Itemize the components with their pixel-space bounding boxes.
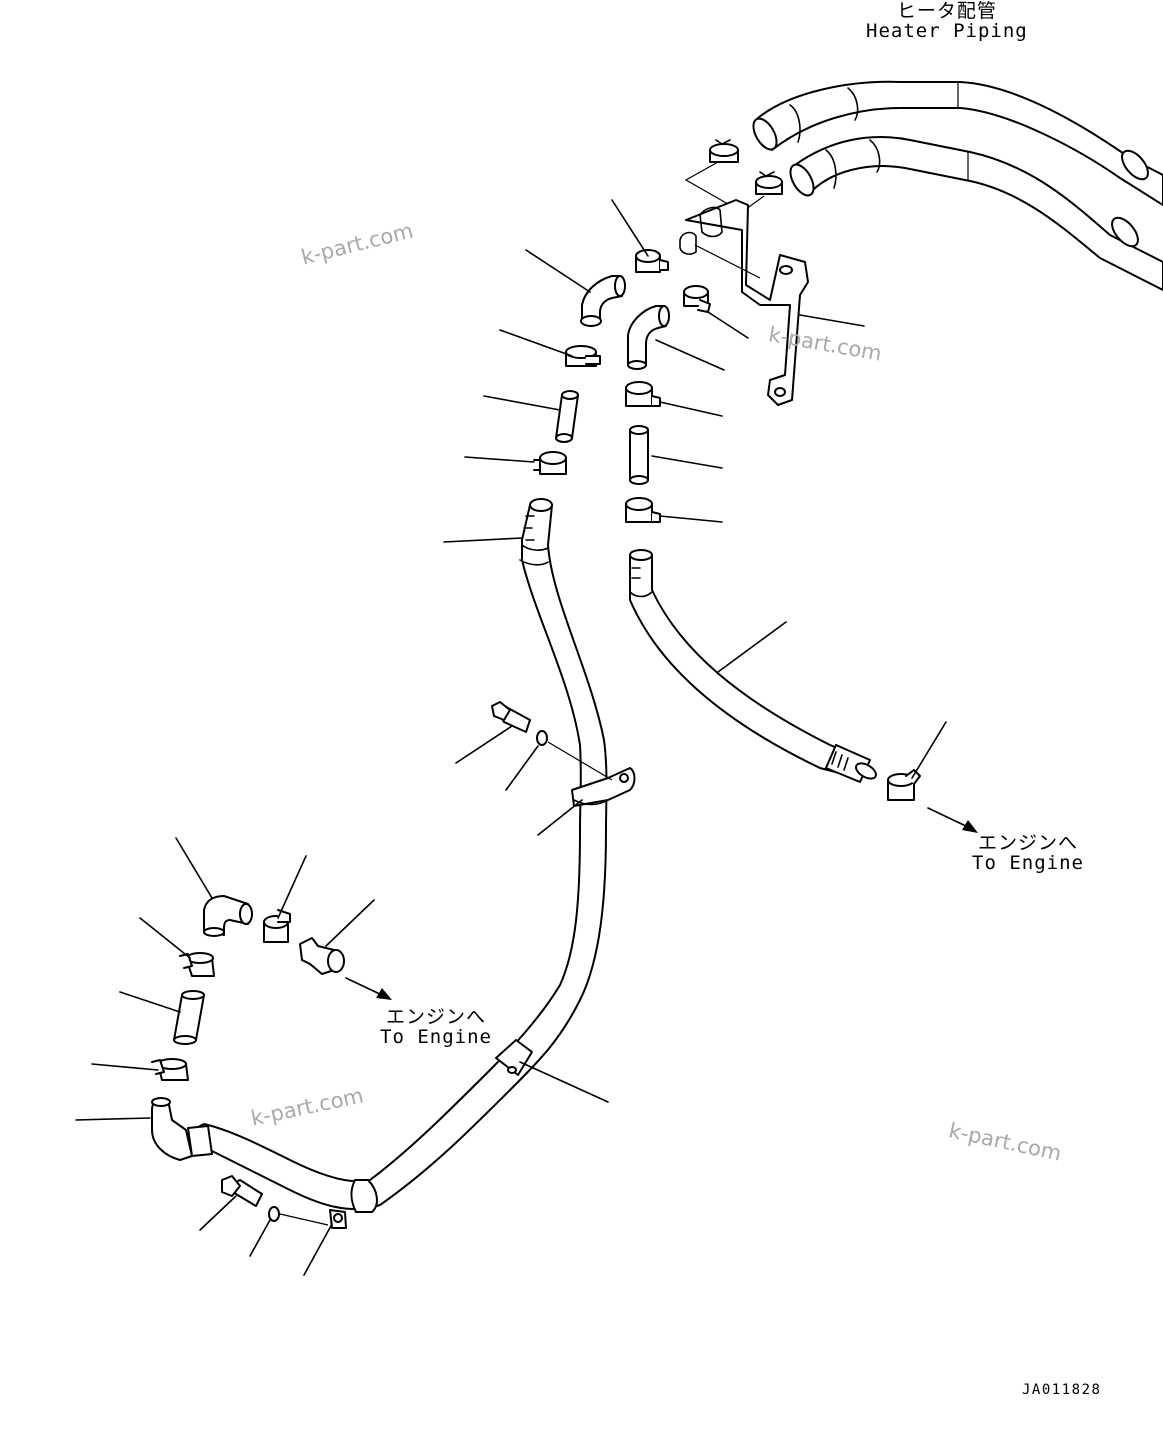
heater-piping-assembly: [679, 80, 1163, 406]
hose-right: [629, 549, 921, 801]
heater-piping-label-en: Heater Piping: [866, 19, 1028, 42]
to-engine-label-right-en: To Engine: [972, 851, 1084, 874]
long-hose-left: [151, 498, 636, 1229]
left-fittings-column: [533, 249, 669, 475]
washer-lower: [268, 1206, 280, 1222]
hose-end-left: [151, 1097, 193, 1161]
short-tube-right: [629, 429, 649, 481]
heater-pipe-upper: [757, 80, 1163, 206]
heater-pipe-lower-end: [789, 163, 815, 197]
arrow-to-engine-left: [345, 977, 392, 1000]
heater-pipe-upper-end: [752, 117, 778, 151]
washer-upper: [536, 730, 548, 746]
to-engine-label-left-en: To Engine: [380, 1025, 492, 1048]
lower-left-fittings: [151, 895, 345, 1081]
heater-pipe-lower: [794, 136, 1163, 291]
to-engine-label-right: エンジンへ To Engine: [972, 832, 1084, 874]
heater-piping-label-jp: ヒータ配管: [896, 0, 997, 22]
drawing-code: JA011828: [1022, 1382, 1102, 1398]
heater-bracket: [685, 199, 809, 406]
to-engine-label-left: エンジンへ To Engine: [380, 1006, 492, 1048]
to-engine-label-left-jp: エンジンへ: [385, 1006, 486, 1028]
to-engine-label-right-jp: エンジンへ: [977, 832, 1078, 854]
bolt-washer-upper: [491, 701, 613, 781]
hose-clip-upper: [571, 767, 636, 807]
tube-lower-left: [173, 994, 205, 1041]
leader-lines: [75, 199, 947, 1276]
heater-piping-label: ヒータ配管 Heater Piping: [866, 0, 1028, 42]
right-fittings-column: [625, 285, 711, 523]
hose-clip-lower: [350, 1179, 378, 1213]
arrow-to-engine-right: [927, 807, 978, 833]
short-tube-left: [555, 394, 579, 439]
